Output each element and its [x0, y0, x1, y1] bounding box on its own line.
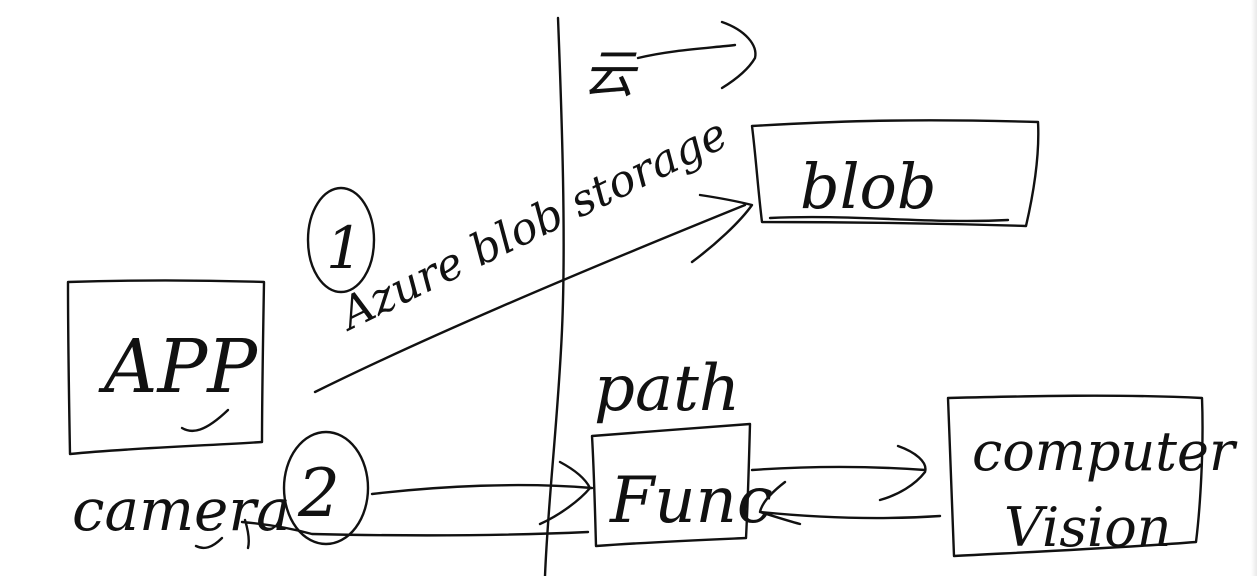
computer-vision-box [946, 394, 1204, 558]
step-1-label: 1 [326, 214, 363, 282]
func-label: Func [609, 464, 773, 538]
vision-to-func-arrow [758, 480, 942, 526]
divider-line [543, 16, 565, 576]
app-label: APP [98, 324, 258, 410]
vision-label: Vision [1004, 496, 1172, 559]
func-to-camera-arrow [240, 518, 590, 550]
app-tick [180, 408, 230, 433]
blob-underline [768, 215, 1010, 223]
blob-label: blob [800, 150, 937, 223]
camera-to-func-arrow [370, 460, 594, 526]
func-to-vision-arrow [750, 444, 927, 502]
step-2-circle [282, 430, 370, 546]
app-box [66, 279, 266, 456]
step-1-circle [306, 186, 376, 294]
camera-label: camera [72, 476, 291, 544]
cloud-symbol: 云 [583, 45, 639, 105]
computer-label: computer [972, 420, 1238, 483]
path-label: path [594, 352, 740, 426]
azure-blob-storage-label: Azure blob storage [329, 108, 736, 341]
right-edge-shadow [1251, 0, 1257, 576]
camera-tick [194, 536, 224, 550]
blob-box [750, 119, 1040, 228]
cloud-arrow [636, 20, 757, 90]
func-box [590, 422, 752, 548]
step-2-label: 2 [297, 455, 340, 532]
upload-arrow [313, 193, 754, 394]
